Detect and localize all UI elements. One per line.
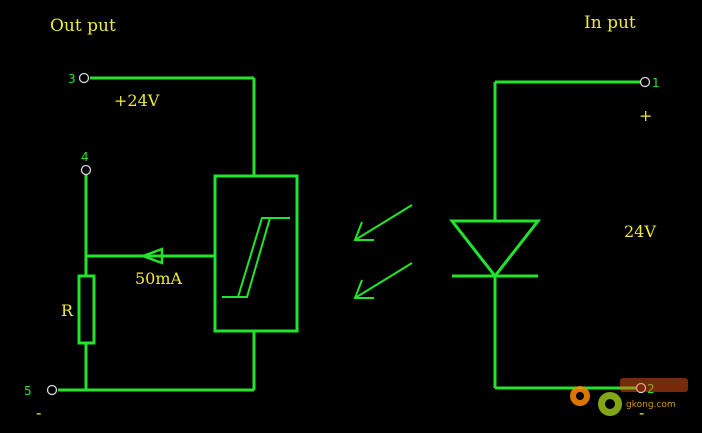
minus-input-label: - [639,403,644,422]
pin-2-label: 2 [647,382,655,396]
gear-orange-hole [576,392,584,400]
pin-4-label: 4 [81,150,89,164]
pin-1-label: 1 [652,76,660,90]
input-voltage-label: 24V [624,222,656,241]
switch-symbol-right [237,217,290,298]
minus-output-label: - [36,403,41,422]
led-diode-icon [448,219,542,279]
terminal-1 [639,76,651,88]
plus-sign-label: + [639,106,652,125]
light-ray-bottom-arrow-icon [353,279,374,299]
watermark-domain: gkong.com [626,400,676,410]
watermark-logo: gkong.com [570,378,688,416]
pin-3-label: 3 [68,72,76,86]
light-ray-top-arrow-icon [353,221,374,241]
terminal-2 [635,382,647,394]
gear-green-hole [605,399,615,409]
light-ray-bottom [354,262,413,299]
supply-voltage-label: +24V [114,91,160,110]
terminal-4 [80,164,92,176]
output-title: Out put [50,16,116,36]
terminal-5 [46,384,58,396]
input-title: In put [584,13,636,33]
watermark-banner [620,378,688,392]
current-label: 50mA [135,269,183,288]
resistor-label: R [61,301,74,320]
current-arrow-icon [139,247,164,265]
switch-symbol-left [222,217,271,298]
resistor-body [77,274,96,345]
output-block [213,174,299,333]
pin-5-label: 5 [24,384,32,398]
terminal-3 [78,72,90,84]
light-ray-top [354,204,413,241]
